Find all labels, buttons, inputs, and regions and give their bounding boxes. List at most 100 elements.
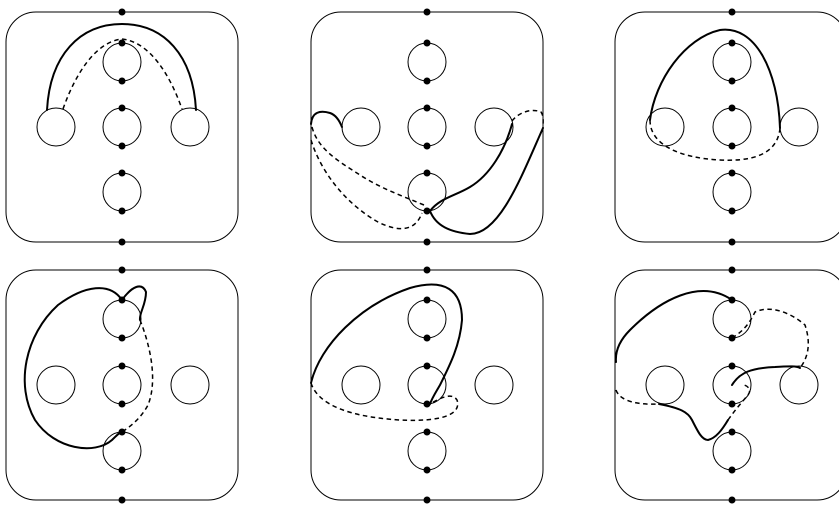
boundary-point-bottom — [728, 238, 736, 246]
dashed-arc — [62, 38, 183, 110]
panel-frame — [614, 11, 839, 243]
circle-right — [779, 365, 819, 405]
circle-left — [36, 365, 76, 405]
point — [728, 207, 736, 215]
point — [118, 77, 126, 85]
circle-left — [341, 365, 381, 405]
solid-curve — [731, 365, 801, 386]
point — [728, 362, 736, 370]
dashed-loop — [649, 119, 781, 161]
panel-frame — [5, 269, 239, 501]
solid-loop — [649, 28, 781, 129]
point — [423, 169, 431, 177]
circle-center — [102, 107, 142, 147]
circle-top — [712, 42, 752, 82]
circle-left — [645, 107, 685, 147]
circle-center — [407, 107, 447, 147]
panel-5 — [310, 266, 544, 504]
point — [423, 296, 431, 304]
point — [423, 362, 431, 370]
point — [728, 428, 736, 436]
point — [728, 77, 736, 85]
circle-right — [170, 107, 210, 147]
point — [423, 104, 431, 112]
panel-6 — [614, 266, 839, 504]
circle-left — [645, 365, 685, 405]
solid-curve — [310, 110, 343, 128]
dashed-curve — [311, 126, 425, 206]
boundary-point-bottom — [423, 238, 431, 246]
point — [423, 142, 431, 150]
dashed-curve — [511, 109, 544, 129]
panel-1 — [5, 8, 239, 246]
circle-right — [474, 365, 514, 405]
solid-curve — [429, 123, 544, 235]
circle-center — [102, 365, 142, 405]
dashed-curve — [615, 389, 660, 405]
point — [118, 362, 126, 370]
point — [423, 207, 431, 215]
solid-curve — [658, 403, 729, 441]
point — [423, 466, 431, 474]
panel-2 — [310, 8, 544, 246]
panel-3 — [614, 8, 839, 246]
circle-top — [102, 299, 142, 339]
point — [728, 400, 736, 408]
dashed-curve — [727, 384, 751, 421]
circle-top — [407, 42, 447, 82]
point — [423, 39, 431, 47]
dashed-curve — [310, 382, 459, 422]
point — [118, 169, 126, 177]
point — [118, 207, 126, 215]
boundary-point-top — [728, 8, 736, 16]
circle-right — [170, 365, 210, 405]
point — [728, 39, 736, 47]
point — [118, 334, 126, 342]
circle-center — [712, 107, 752, 147]
circle-bottom — [102, 172, 142, 212]
solid-arc — [46, 23, 197, 111]
point — [728, 169, 736, 177]
point — [118, 142, 126, 150]
circle-top — [102, 42, 142, 82]
panel-frame — [310, 269, 544, 501]
point — [728, 466, 736, 474]
circle-top — [407, 299, 447, 339]
dashed-curve — [731, 308, 810, 369]
boundary-point-bottom — [423, 496, 431, 504]
point — [423, 334, 431, 342]
circle-top — [712, 299, 752, 339]
circle-left — [36, 107, 76, 147]
point — [423, 77, 431, 85]
circle-right — [779, 107, 819, 147]
point — [118, 39, 126, 47]
dashed-curve — [310, 139, 423, 230]
point — [728, 104, 736, 112]
boundary-point-top — [423, 266, 431, 274]
circle-left — [341, 107, 381, 147]
solid-curve — [614, 290, 733, 363]
point — [118, 400, 126, 408]
circle-bottom — [102, 431, 142, 471]
circle-bottom — [407, 172, 447, 212]
solid-loop — [23, 285, 147, 450]
circle-bottom — [712, 431, 752, 471]
dashed-curve — [121, 319, 154, 433]
point — [118, 104, 126, 112]
boundary-point-top — [728, 266, 736, 274]
circle-right — [474, 107, 514, 147]
boundary-point-top — [423, 8, 431, 16]
boundary-point-bottom — [728, 496, 736, 504]
solid-loop — [310, 283, 463, 405]
boundary-point-top — [118, 266, 126, 274]
point — [728, 142, 736, 150]
panel-frame — [614, 269, 839, 501]
boundary-point-bottom — [118, 496, 126, 504]
circle-bottom — [712, 172, 752, 212]
point — [423, 400, 431, 408]
boundary-point-bottom — [118, 238, 126, 246]
panel-4 — [5, 266, 239, 504]
circle-bottom — [407, 431, 447, 471]
point — [118, 466, 126, 474]
